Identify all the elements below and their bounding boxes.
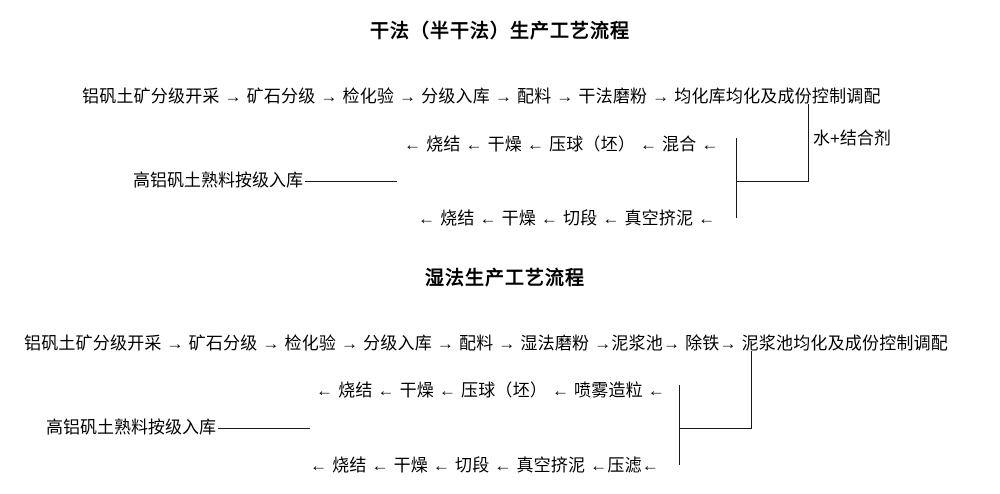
dry-connector-hline	[736, 181, 809, 182]
dry-annotation-water-binder: 水+结合剂	[813, 129, 891, 148]
dry-connector-vline-branches	[736, 138, 737, 218]
section-title-dry-process: 干法（半干法）生产工艺流程	[370, 21, 631, 42]
wet-main-flow-row: 铝矾土矿分级开采 → 矿石分级 → 检化验 → 分级入库 → 配料 → 湿法磨粉…	[24, 334, 948, 353]
dry-branch-lower-row: ← 烧结 ← 干燥 ← 切段 ← 真空挤泥 ←	[418, 209, 716, 228]
dry-connector-vline-from-main	[808, 104, 809, 182]
wet-feed-lead-line	[218, 428, 310, 429]
dry-feed-label: 高铝矾土熟料按级入库	[133, 171, 303, 190]
section-title-wet-process: 湿法生产工艺流程	[425, 268, 586, 289]
wet-feed-label: 高铝矾土熟料按级入库	[46, 418, 216, 437]
wet-connector-hline	[679, 428, 752, 429]
dry-main-flow-row: 铝矾土矿分级开采 → 矿石分级 → 检化验 → 分级入库 → 配料 → 干法磨粉…	[82, 87, 881, 106]
wet-branch-upper-row: ← 烧结 ← 干燥 ← 压球（坯） ← 喷雾造粒 ←	[316, 381, 665, 400]
wet-connector-vline-from-main	[751, 351, 752, 428]
dry-feed-lead-line	[305, 181, 397, 182]
dry-branch-upper-row: ← 烧结 ← 干燥 ← 压球（坯） ← 混合 ←	[404, 135, 719, 154]
wet-branch-lower-row: ← 烧结 ← 干燥 ← 切段 ← 真空挤泥 ←压滤←	[310, 456, 659, 475]
wet-connector-vline-branches	[679, 385, 680, 465]
